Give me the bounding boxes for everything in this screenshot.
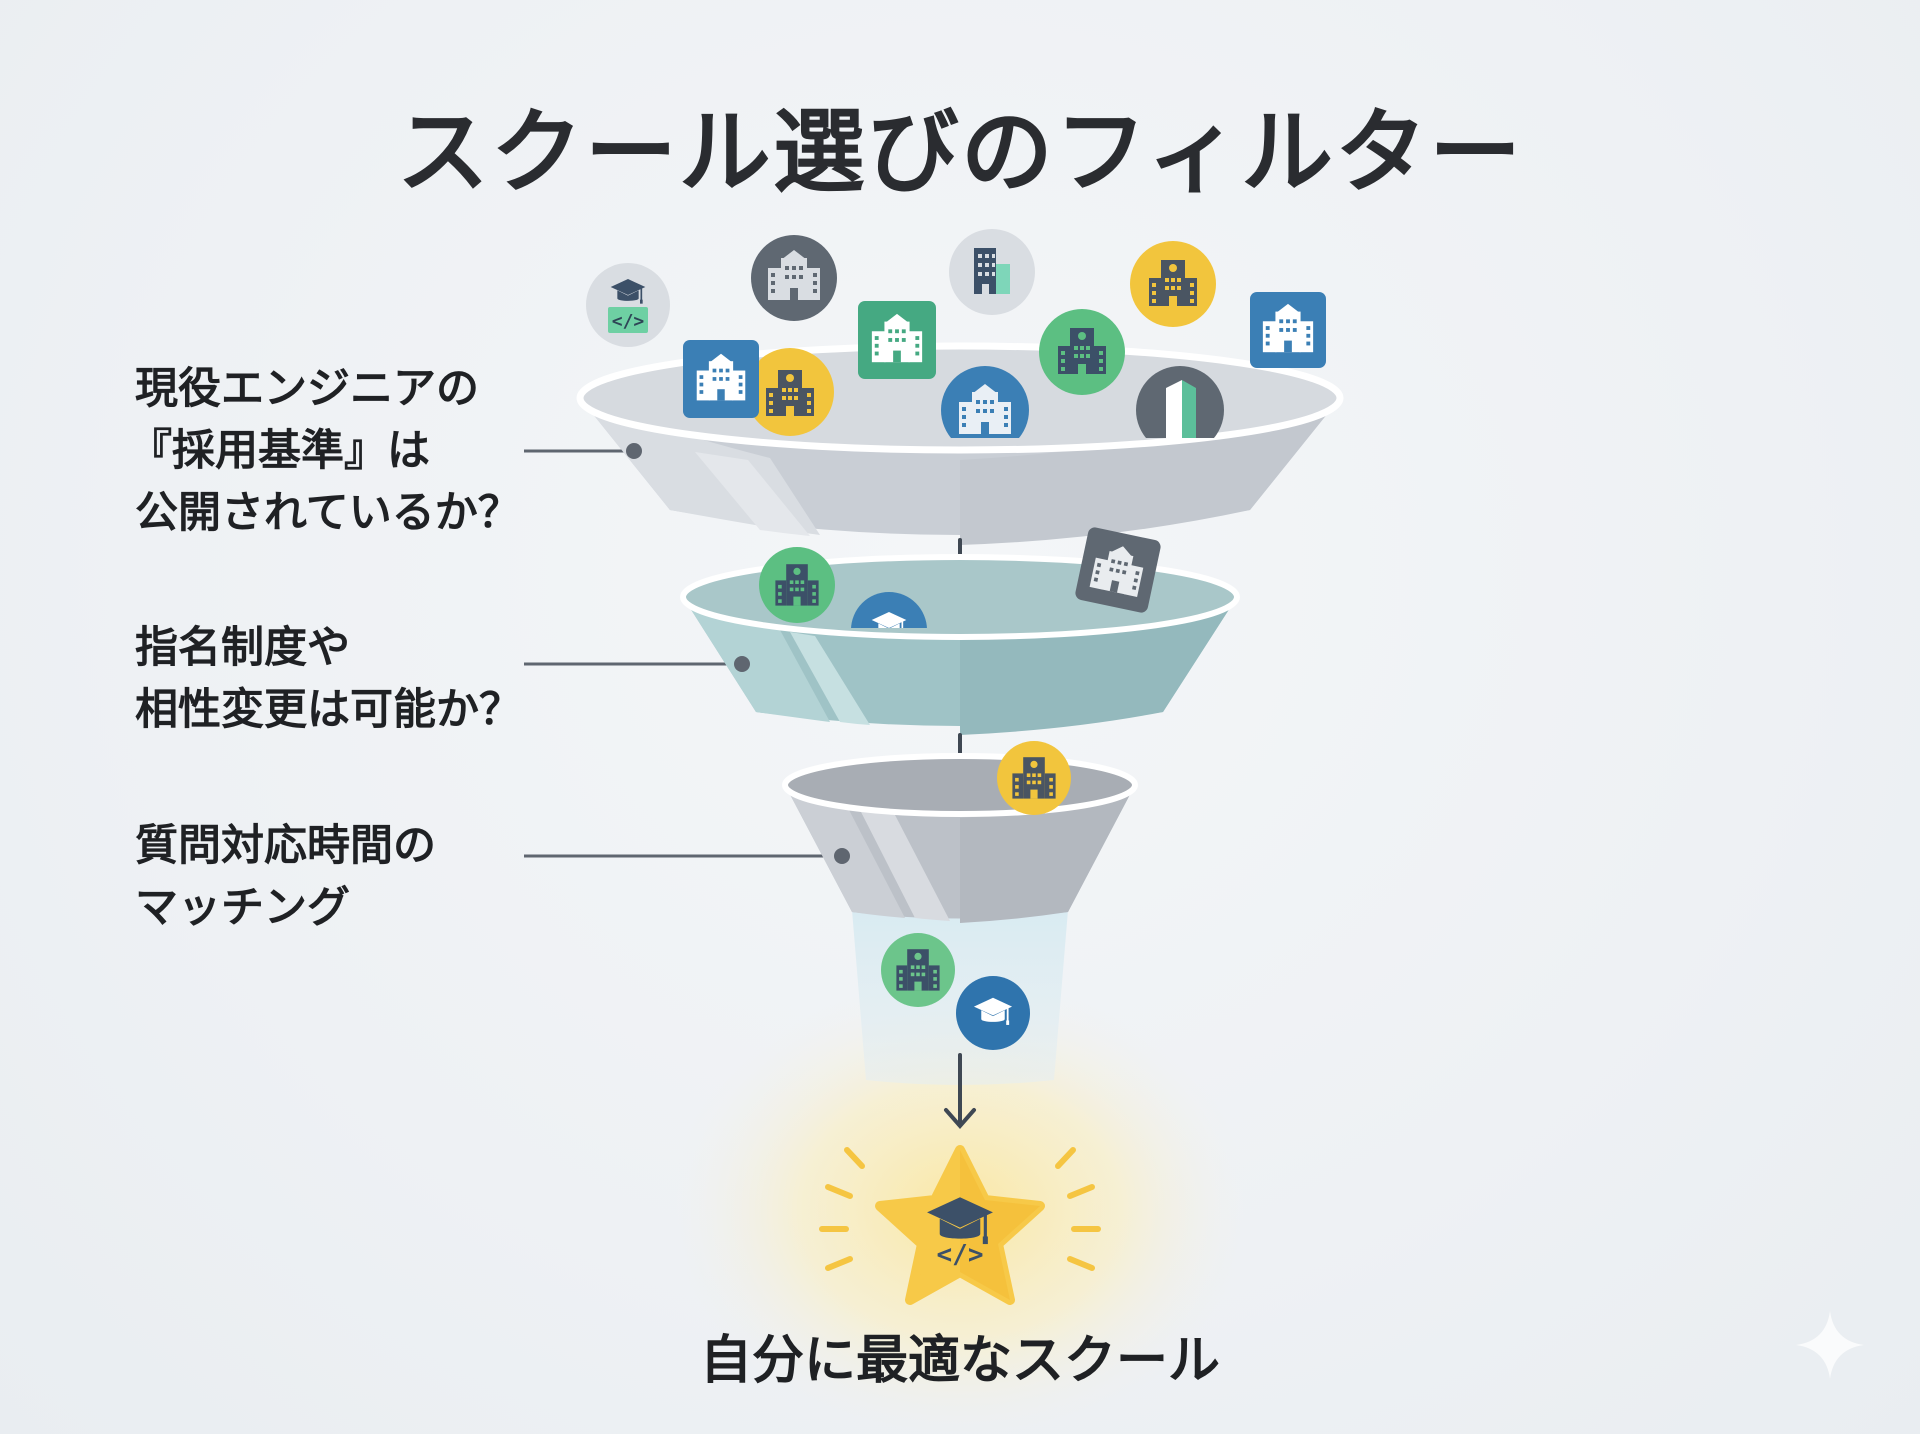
filter-label-1-line-3: 公開されているか？ xyxy=(135,488,521,538)
graduation-code-icon: </> xyxy=(586,263,670,347)
office-building-icon xyxy=(881,933,955,1007)
filter-label-3: 質問対応時間の マッチング xyxy=(135,815,436,939)
office-building-icon xyxy=(759,547,835,623)
sparkle-watermark-icon xyxy=(1796,1311,1864,1379)
floating-icons: </> xyxy=(586,229,1326,395)
filter-label-1-line-2: 『採用基準』は xyxy=(129,426,430,476)
page-title: スクール選びのフィルター xyxy=(396,99,1524,206)
office-building-icon xyxy=(1039,309,1125,395)
sparkle-rays xyxy=(819,1147,1101,1271)
school-building-icon xyxy=(751,235,837,321)
school-building-icon xyxy=(1075,527,1161,613)
result-label: 自分に最適なスクール xyxy=(699,1331,1220,1391)
leader-lines xyxy=(524,449,842,858)
graduation-cap-icon xyxy=(956,976,1030,1050)
arrow-down-icon xyxy=(944,1053,976,1130)
filter-label-2: 指名制度や 相性変更は可能か？ xyxy=(135,617,522,741)
graduation-cap-icon xyxy=(851,592,927,628)
filter-label-2-line-1: 指名制度や xyxy=(135,623,350,673)
filter-label-3-line-2: マッチング xyxy=(135,883,350,933)
filter-label-1: 現役エンジニアの 『採用基準』は 公開されているか？ xyxy=(129,358,521,544)
filter-label-2-line-2: 相性変更は可能か？ xyxy=(135,685,522,735)
tower-building-icon xyxy=(1136,366,1224,438)
funnel-2-icons xyxy=(759,527,1161,628)
office-building-icon xyxy=(997,741,1071,815)
funnel-3-icons xyxy=(881,741,1071,1050)
filter-label-3-line-1: 質問対応時間の xyxy=(135,821,436,871)
school-building-icon xyxy=(1250,292,1326,368)
filter-label-1-line-1: 現役エンジニアの xyxy=(135,364,479,414)
result-star-icon: </> xyxy=(819,1145,1101,1305)
office-building-icon xyxy=(1130,241,1216,327)
code-icon: </> xyxy=(937,1240,984,1270)
funnel-1-icons xyxy=(683,340,1224,438)
svg-text:</>: </> xyxy=(612,311,645,332)
school-building-icon xyxy=(858,301,936,379)
school-building-icon xyxy=(683,340,759,418)
office-building-icon xyxy=(746,348,834,436)
leader-dots xyxy=(626,443,850,864)
school-building-icon xyxy=(941,366,1029,438)
tower-building-icon xyxy=(949,229,1035,315)
